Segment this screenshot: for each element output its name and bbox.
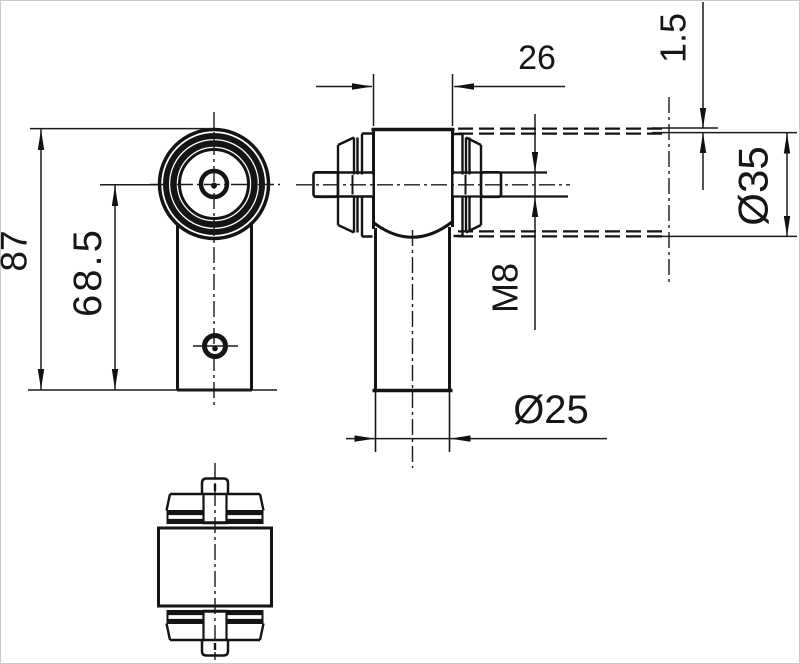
- lower-stud-head: [200, 640, 230, 657]
- upper-stud-head: [200, 477, 230, 494]
- arrow-1-5-top: [699, 108, 707, 128]
- arrow-68-5-top: [111, 185, 119, 206]
- top-view: [157, 463, 273, 660]
- ext-tube-right: [652, 127, 797, 238]
- arrow-m8-top: [531, 152, 539, 172]
- dimensions: 87 68.5 26 M8 1.5 Ø35 Ø25: [0, 2, 797, 442]
- upper-slab-bands: [168, 511, 262, 523]
- grease-hole-dot: [212, 345, 218, 352]
- arrow-m8-bottom: [531, 197, 539, 217]
- upper-washer-trapezoid: [165, 492, 265, 511]
- lower-stud-sides: [202, 610, 228, 640]
- arrow-dia35-top: [783, 133, 791, 154]
- lower-slab-bands: [168, 611, 262, 623]
- lower-washer-trapezoid: [165, 623, 265, 642]
- block-sides: [372, 128, 454, 229]
- arrow-dia25-right: [450, 435, 471, 442]
- arrow-68-5-bottom: [111, 369, 119, 390]
- arrow-dia25-left: [354, 435, 375, 442]
- arrow-26-left: [352, 83, 373, 90]
- arrow-26-right: [453, 83, 474, 90]
- arrow-87-top: [37, 129, 45, 150]
- dim-label-68-5: 68.5: [66, 227, 110, 317]
- upper-stud-sides: [202, 494, 228, 524]
- arrow-87-bottom: [37, 369, 45, 390]
- rod-sides: [374, 227, 451, 390]
- dim-label-1-5: 1.5: [653, 13, 694, 63]
- arrow-1-5-bottom: [699, 132, 707, 153]
- dim-label-m8: M8: [485, 263, 526, 313]
- ext-block-width: [372, 74, 454, 126]
- rod-thin-extension: [374, 392, 451, 452]
- dim-label-26: 26: [518, 39, 556, 77]
- dim-label-dia35: Ø35: [730, 146, 777, 225]
- arrow-dia35-bottom: [783, 216, 791, 237]
- dim-label-dia25: Ø25: [513, 388, 589, 432]
- dim-label-87: 87: [0, 230, 35, 271]
- side-view: [296, 97, 670, 468]
- front-body-sides: [176, 222, 253, 390]
